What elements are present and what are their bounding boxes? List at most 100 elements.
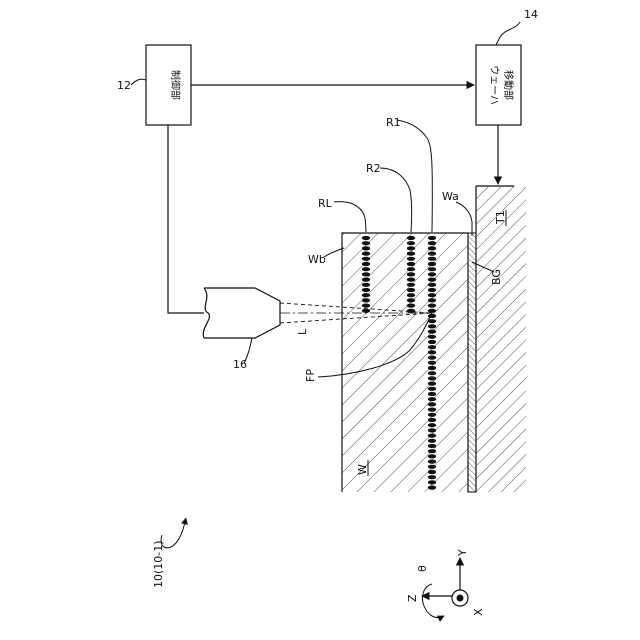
modified-layer-dot — [362, 309, 370, 313]
modified-layer-dot — [407, 241, 415, 245]
label-r2: R2 — [366, 162, 381, 175]
modified-layer-dot — [428, 470, 436, 474]
wafer-mover-text-line1: ウェーハ — [488, 65, 500, 105]
modified-layer-dot — [428, 371, 436, 375]
modified-layer-dot — [407, 278, 415, 282]
modified-layer-dot — [428, 434, 436, 438]
laser-head-ref-label: 16 — [233, 358, 247, 371]
wafer-mover-text-line2: 移動部 — [502, 70, 515, 100]
modified-layer-dot — [428, 314, 436, 318]
modified-layer-dot — [428, 350, 436, 354]
label-wb: Wb — [308, 253, 326, 266]
modified-layer-dot — [362, 246, 370, 250]
modified-layer-dot — [428, 486, 436, 490]
modified-layer-dot — [428, 324, 436, 328]
axis-y-label: Y — [456, 549, 469, 557]
modified-layer-dot — [362, 257, 370, 261]
controller-block: 制御部 — [146, 45, 191, 125]
modified-layer-row-r1 — [428, 236, 436, 490]
wafer — [342, 233, 468, 492]
coordinate-axes: Y Z θ X — [406, 549, 485, 618]
modified-layer-dot — [428, 480, 436, 484]
modified-layer-dot — [428, 246, 436, 250]
modified-layer-dot — [428, 428, 436, 432]
modified-layer-dot — [407, 293, 415, 297]
modified-layer-dot — [428, 449, 436, 453]
modified-layer-dot — [428, 361, 436, 365]
modified-layer-dot — [428, 460, 436, 464]
modified-layer-dot — [362, 298, 370, 302]
label-t1: T1 — [494, 210, 507, 225]
modified-layer-dot — [428, 413, 436, 417]
modified-layer-dot — [407, 309, 415, 313]
modified-layer-dot — [407, 262, 415, 266]
modified-layer-dot — [362, 304, 370, 308]
modified-layer-dot — [428, 288, 436, 292]
modified-layer-dot — [428, 345, 436, 349]
modified-layer-dot — [428, 356, 436, 360]
modified-layer-dot — [428, 283, 436, 287]
modified-layer-dot — [428, 475, 436, 479]
modified-layer-dot — [407, 267, 415, 271]
modified-layer-dot — [362, 241, 370, 245]
modified-layer-dot — [362, 293, 370, 297]
modified-layer-dot — [428, 293, 436, 297]
modified-layer-dot — [428, 439, 436, 443]
modified-layer-dot — [407, 236, 415, 240]
modified-layer-dot — [428, 392, 436, 396]
modified-layer-dot — [362, 262, 370, 266]
wafer-mover-block: ウェーハ 移動部 — [476, 45, 521, 125]
chuck-table — [476, 186, 526, 492]
label-fp: FP — [304, 369, 317, 382]
modified-layer-dot — [407, 283, 415, 287]
modified-layer-dot — [428, 272, 436, 276]
modified-layer-dot — [407, 272, 415, 276]
label-rl: RL — [318, 197, 333, 210]
system-label: 10(10-1) — [152, 540, 165, 588]
modified-layer-dot — [428, 278, 436, 282]
modified-layer-dot — [428, 309, 436, 313]
modified-layer-dot — [362, 236, 370, 240]
modified-layer-dot — [428, 335, 436, 339]
modified-layer-dot — [362, 288, 370, 292]
axis-z-label: Z — [406, 594, 419, 602]
label-r1: R1 — [386, 116, 401, 129]
axis-x-label: X — [472, 608, 485, 616]
modified-layer-dot — [428, 423, 436, 427]
modified-layer-dot — [407, 304, 415, 308]
modified-layer-dot — [428, 298, 436, 302]
wafer-mover-ref-label: 14 — [524, 8, 538, 21]
label-l: L — [296, 328, 309, 335]
modified-layer-dot — [428, 366, 436, 370]
modified-layer-dot — [428, 454, 436, 458]
modified-layer-dot — [362, 283, 370, 287]
modified-layer-dot — [428, 397, 436, 401]
modified-layer-dot — [362, 267, 370, 271]
modified-layer-dot — [428, 418, 436, 422]
controller-text: 制御部 — [169, 70, 182, 100]
modified-layer-row-rl — [362, 236, 370, 313]
modified-layer-dot — [428, 382, 436, 386]
modified-layer-dot — [428, 304, 436, 308]
modified-layer-dot — [362, 252, 370, 256]
protective-tape — [468, 233, 476, 492]
modified-layer-dot — [428, 267, 436, 271]
modified-layer-dot — [428, 387, 436, 391]
modified-layer-dot — [428, 252, 436, 256]
modified-layer-dot — [428, 340, 436, 344]
modified-layer-dot — [407, 246, 415, 250]
modified-layer-dot — [407, 298, 415, 302]
laser-head — [203, 288, 280, 338]
modified-layer-dot — [428, 241, 436, 245]
label-wa: Wa — [442, 190, 459, 203]
modified-layer-dot — [428, 257, 436, 261]
axis-theta-label: θ — [416, 565, 429, 572]
label-t1-group: T1 — [494, 210, 507, 226]
modified-layer-dot — [428, 236, 436, 240]
modified-layer-dot — [362, 272, 370, 276]
modified-layer-dot — [428, 444, 436, 448]
label-w: W — [356, 464, 369, 475]
controller-to-head-line — [168, 125, 212, 313]
modified-layer-dot — [428, 376, 436, 380]
